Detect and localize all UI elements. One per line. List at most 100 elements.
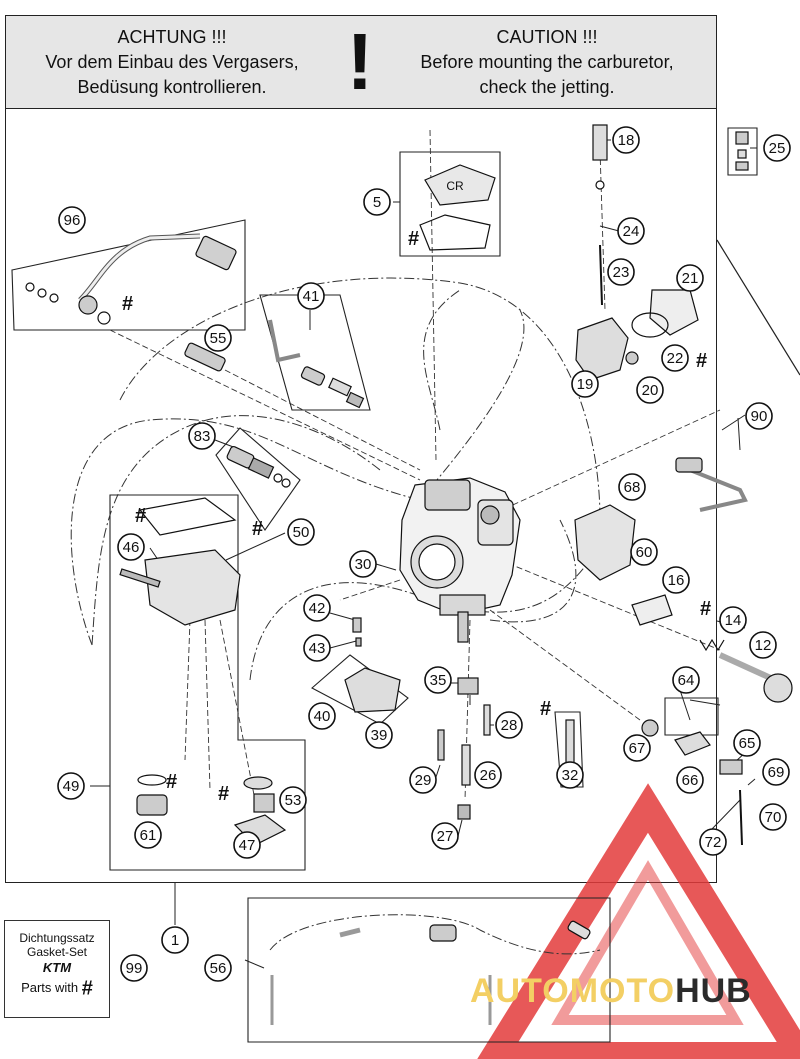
caution-banner: [5, 15, 717, 109]
part-41-hose: [268, 319, 365, 409]
watermark-part1: AUTOMOTO: [470, 972, 676, 1010]
callout-16: 16: [662, 566, 690, 594]
part-55-screw: [184, 342, 226, 372]
callout-label: 22: [667, 350, 684, 367]
callout-label: 27: [437, 828, 454, 845]
part-68-cover: [574, 504, 636, 581]
callout-label: 35: [430, 672, 447, 689]
callout-label: 16: [668, 572, 685, 589]
carburetor-body: [399, 477, 521, 643]
callout-1: 1: [161, 926, 189, 954]
watermark-text: AUTOMOTOHUB: [470, 972, 752, 1011]
callout-label: 32: [562, 767, 579, 784]
callout-label: 19: [577, 376, 594, 393]
callout-70: 70: [759, 803, 787, 831]
callout-20: 20: [636, 376, 664, 404]
watermark-part2: HUB: [675, 972, 752, 1010]
box-83: [215, 427, 301, 531]
callout-label: 21: [682, 270, 699, 287]
box-64: [664, 697, 719, 736]
part-26-29-jets: [437, 677, 575, 820]
caution-english: CAUTION !!! Before mounting the carburet…: [392, 25, 702, 100]
callout-46: 46: [117, 533, 145, 561]
part-83-fitting: [226, 445, 291, 488]
caution-german-line1: Vor dem Einbau des Vergasers,: [45, 52, 299, 72]
callout-label: 29: [415, 772, 432, 789]
callout-14: 14: [719, 606, 747, 634]
carburetor-top-cover: CR: [419, 164, 496, 251]
callout-label: 28: [501, 717, 518, 734]
callout-90: 90: [745, 402, 773, 430]
callout-label: 1: [171, 932, 179, 949]
callout-label: 60: [636, 544, 653, 561]
callout-53: 53: [279, 786, 307, 814]
callout-19: 19: [571, 370, 599, 398]
part-18-needle: [592, 124, 608, 306]
part-64-67-linkage: [641, 719, 743, 846]
caution-english-line2: check the jetting.: [479, 77, 615, 97]
box-49: [109, 494, 306, 871]
part-61-plug: [136, 774, 168, 816]
part-19-cover: [575, 289, 699, 381]
box-32: [554, 711, 584, 788]
part-25-jets: [735, 131, 749, 171]
callout-label: 83: [194, 428, 211, 445]
callout-29: 29: [409, 766, 437, 794]
callout-label: 25: [769, 140, 786, 157]
callout-69: 69: [762, 758, 790, 786]
caution-german-title: ACHTUNG !!!: [117, 27, 227, 47]
callout-label: 56: [210, 960, 227, 977]
callout-35: 35: [424, 666, 452, 694]
callout-39: 39: [365, 721, 393, 749]
gasket-set-box: Dichtungssatz Gasket-Set KTM Parts with …: [4, 920, 110, 1018]
callout-label: 47: [239, 837, 256, 854]
callout-55: 55: [204, 324, 232, 352]
watermark-logo-icon: [477, 783, 800, 1059]
callout-22: 22: [661, 344, 689, 372]
gasket-parts-note: Parts with #: [5, 979, 109, 999]
callout-label: 90: [751, 408, 768, 425]
callout-label: 67: [629, 740, 646, 757]
svg-text:#: #: [218, 783, 229, 805]
callout-40: 40: [308, 702, 336, 730]
exclamation-icon: !: [346, 17, 374, 106]
svg-text:#: #: [122, 293, 133, 315]
callout-label: 69: [768, 764, 785, 781]
callout-label: 61: [140, 827, 157, 844]
callout-60: 60: [630, 538, 658, 566]
throttle-cable: [25, 233, 237, 325]
callout-47: 47: [233, 831, 261, 859]
caution-english-title: CAUTION !!!: [496, 27, 598, 47]
callout-label: 20: [642, 382, 659, 399]
callout-24: 24: [617, 217, 645, 245]
callout-83: 83: [188, 422, 216, 450]
part-56-hose-set: [270, 920, 591, 1025]
callout-25: 25: [763, 134, 791, 162]
part-16-bracket: [631, 594, 673, 626]
callout-99: 99: [120, 954, 148, 982]
callout-label: 5: [373, 194, 381, 211]
svg-text:#: #: [252, 518, 263, 540]
callout-label: 41: [303, 288, 320, 305]
callout-label: 40: [314, 708, 331, 725]
callout-label: 72: [705, 834, 722, 851]
part-90-cable: [675, 457, 748, 512]
diagram-frame: [5, 15, 717, 883]
svg-text:CR: CR: [446, 179, 464, 193]
callout-label: 68: [624, 479, 641, 496]
callout-12: 12: [749, 631, 777, 659]
callout-label: 18: [618, 132, 635, 149]
parts-with-label: Parts with: [21, 980, 79, 995]
svg-text:#: #: [700, 598, 711, 620]
callout-label: 43: [309, 640, 326, 657]
callout-label: 66: [682, 772, 699, 789]
callout-23: 23: [607, 258, 635, 286]
svg-text:#: #: [408, 228, 419, 250]
callout-49: 49: [57, 772, 85, 800]
caution-german-line2: Bedüsung kontrollieren.: [77, 77, 267, 97]
callout-68: 68: [618, 473, 646, 501]
box-56: [247, 897, 611, 1043]
callout-56: 56: [204, 954, 232, 982]
callout-label: 23: [613, 264, 630, 281]
